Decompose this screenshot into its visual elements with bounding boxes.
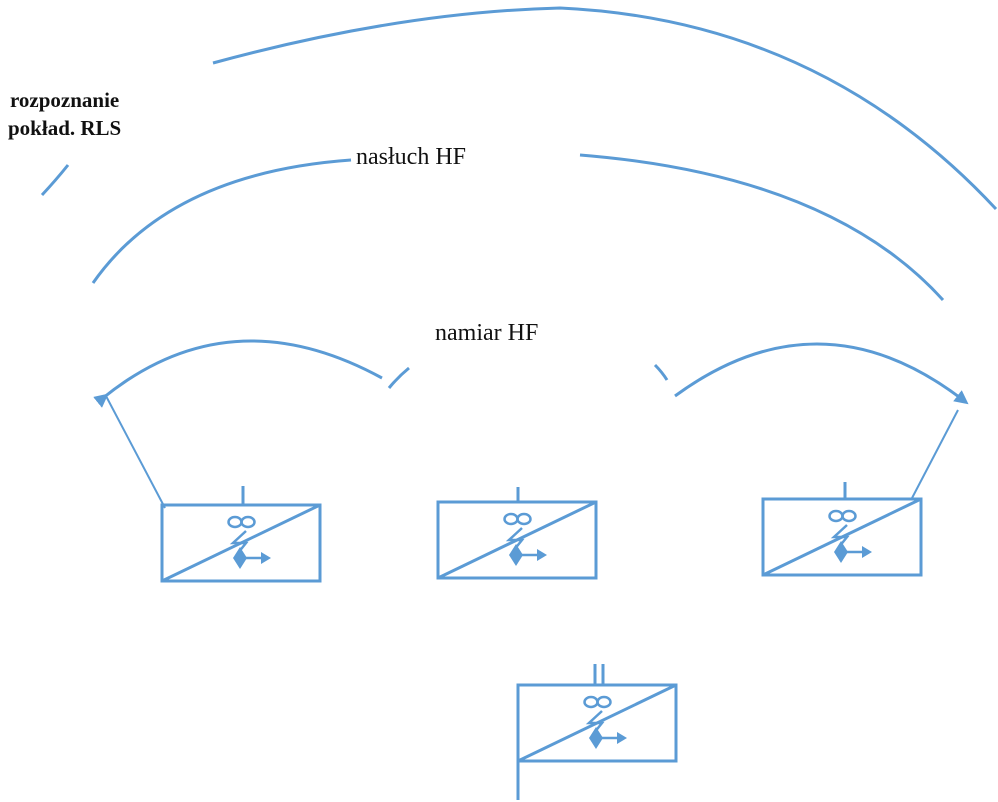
station-symbol-center bbox=[436, 487, 598, 580]
station-symbol-left bbox=[160, 486, 322, 583]
hf-df-tick-right bbox=[653, 363, 669, 381]
rls-recon-arc-right bbox=[212, 6, 998, 211]
hf-listening-label: nasłuch HF bbox=[356, 144, 466, 170]
hf-direction-finding-label: namiar HF bbox=[435, 320, 539, 346]
hf-df-tick-left bbox=[387, 366, 410, 389]
rls-recon-label-line2: pokład. RLS bbox=[8, 116, 122, 140]
station-symbol-bottom bbox=[516, 664, 678, 800]
hf-df-arc-right bbox=[674, 342, 969, 405]
hf-listening-arc-right bbox=[579, 153, 945, 302]
station-symbol-right bbox=[761, 482, 923, 577]
rls-recon-arc-left bbox=[40, 164, 70, 197]
link-left-station bbox=[105, 395, 166, 509]
hf-df-arc-left bbox=[93, 339, 383, 408]
link-right-station bbox=[910, 409, 959, 501]
rls-recon-label-line1: rozpoznanie bbox=[9, 88, 120, 112]
hf-listening-arc-left bbox=[91, 158, 352, 284]
rls-recon-label: rozpoznanie pokład. RLS bbox=[8, 86, 121, 142]
